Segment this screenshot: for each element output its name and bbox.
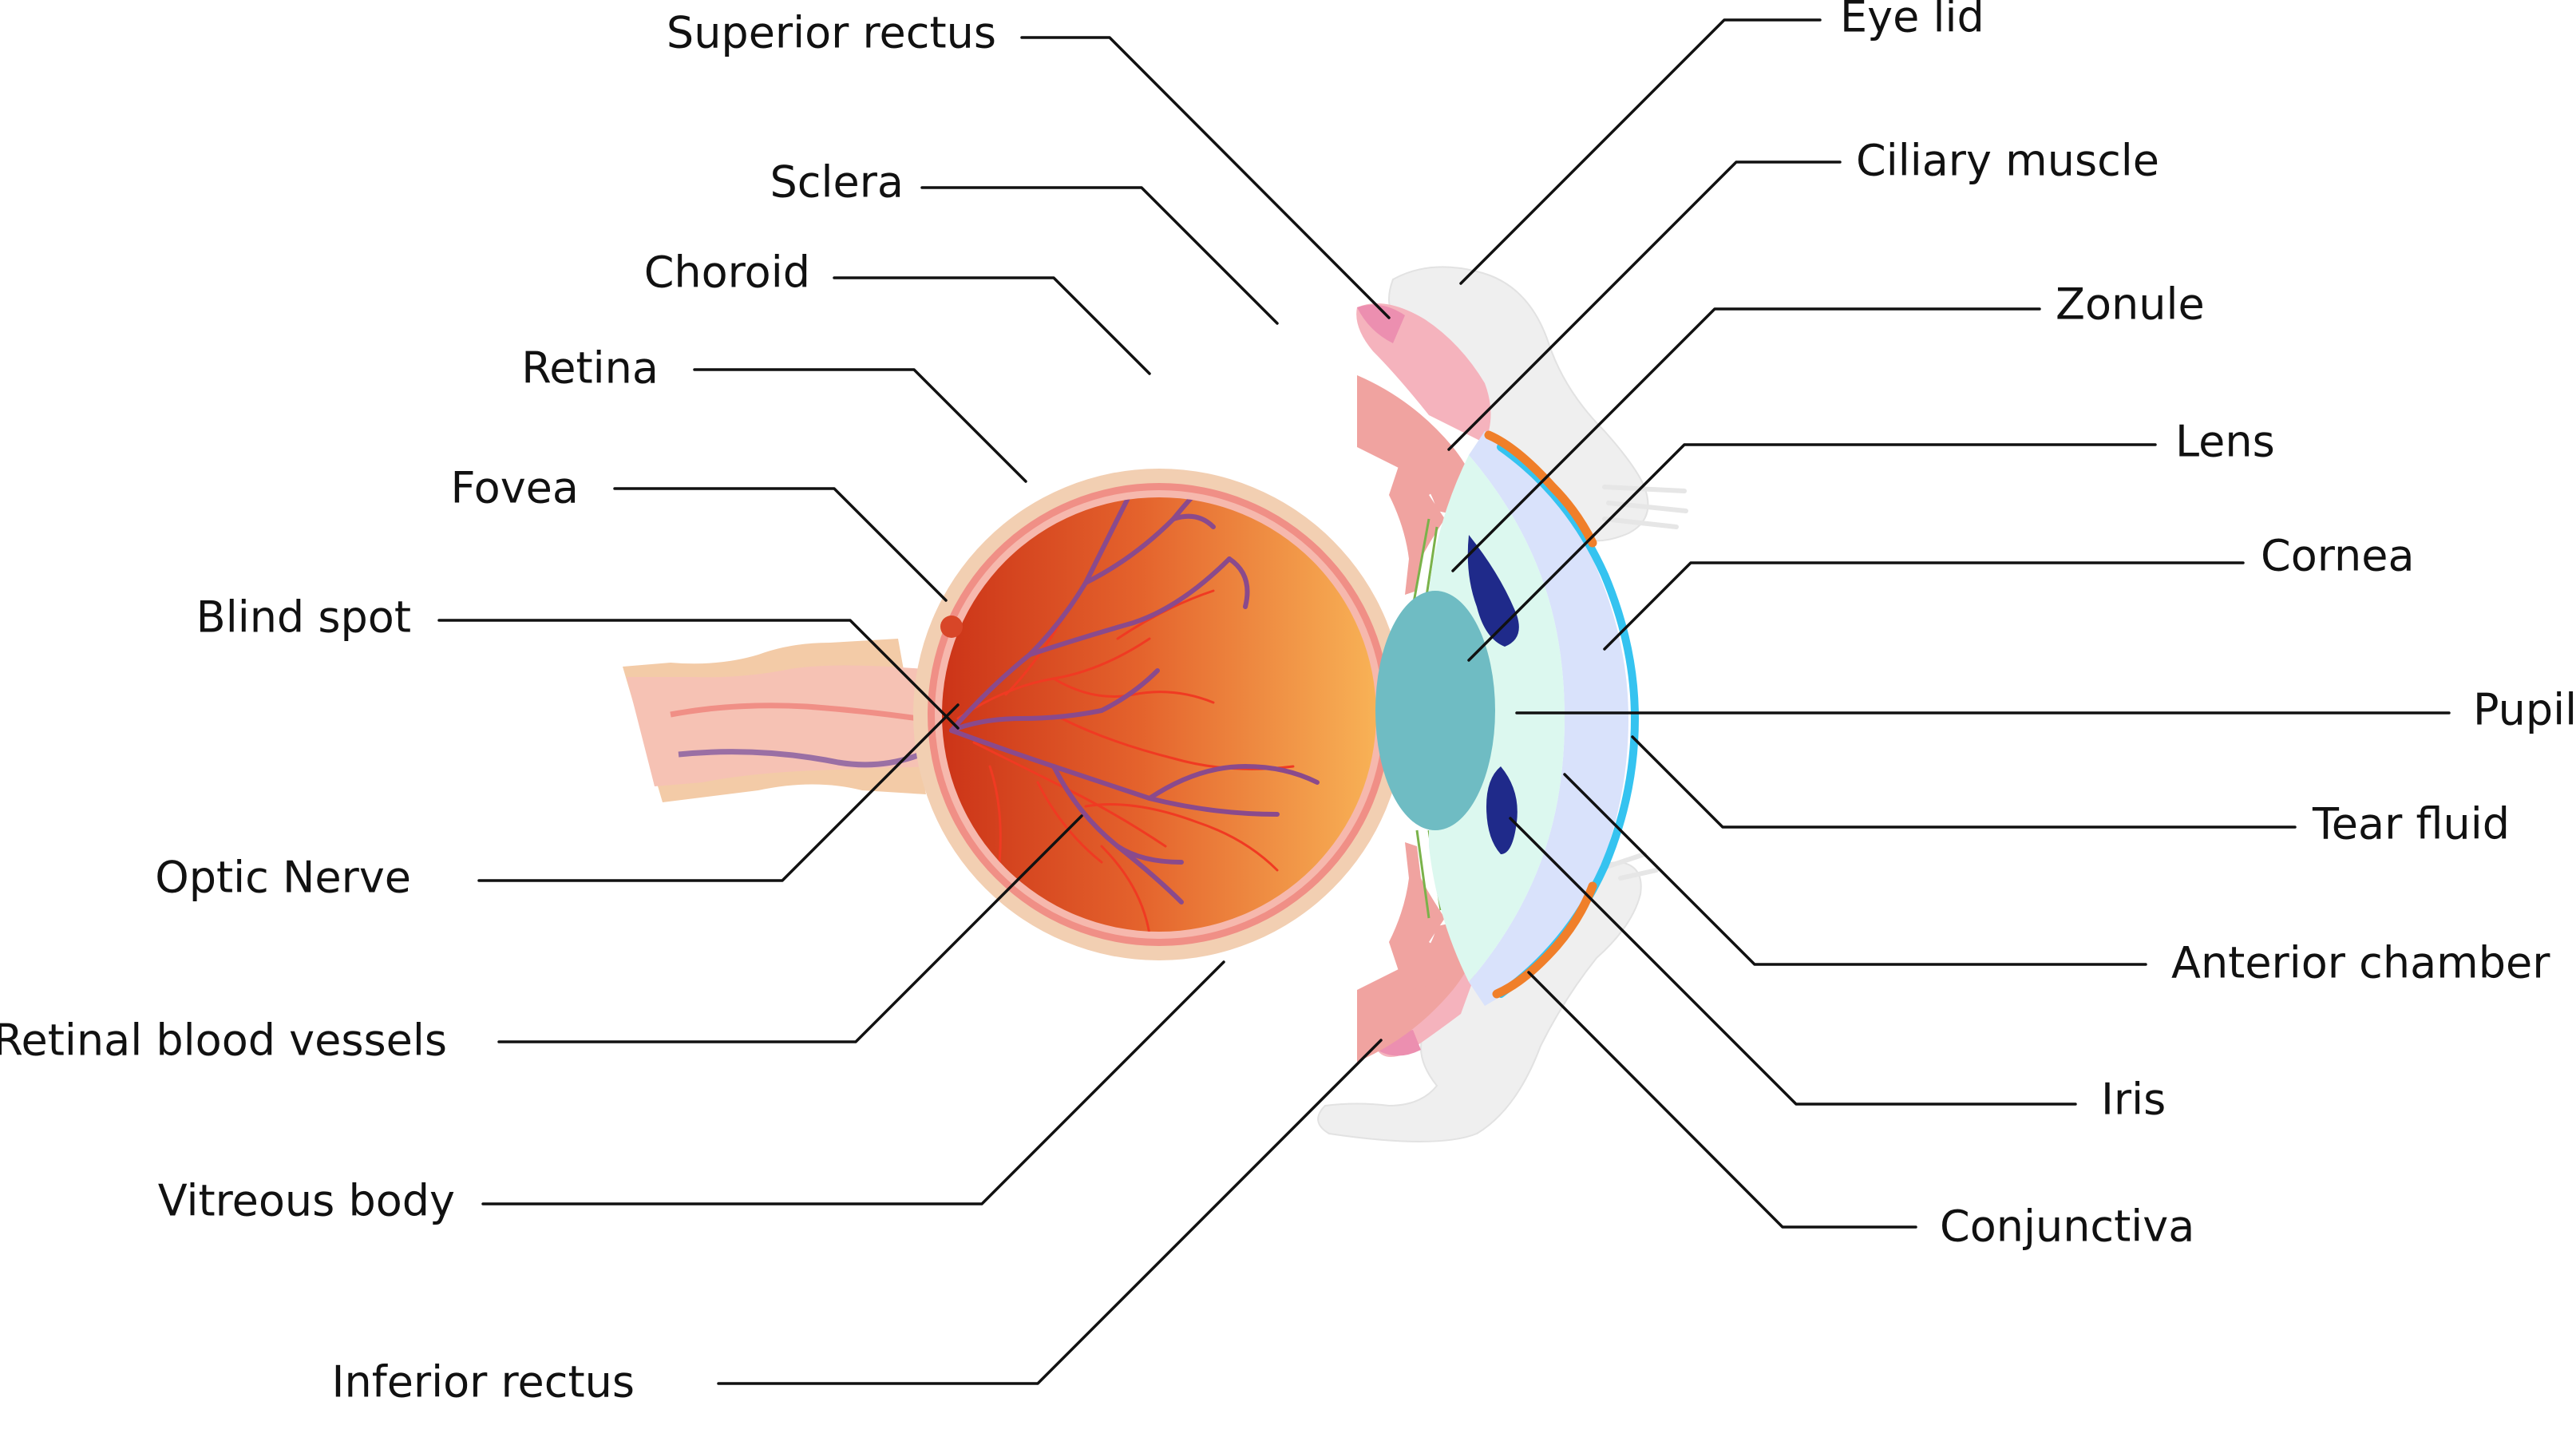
label-cornea: Cornea <box>2261 531 2415 581</box>
label-retina: Retina <box>521 343 659 394</box>
lens <box>1375 591 1495 830</box>
label-retinal-blood-vessels: Retinal blood vessels <box>0 1015 447 1066</box>
leader-choroid <box>833 276 1151 375</box>
iris <box>1467 535 1519 854</box>
leader-superior-rectus <box>1020 36 1391 319</box>
label-fovea: Fovea <box>451 463 579 513</box>
label-conjunctiva: Conjunctiva <box>1940 1201 2194 1252</box>
leader-tear-fluid <box>1631 735 2297 829</box>
leader-inferior-rectus <box>717 1039 1383 1385</box>
leader-lines <box>437 18 2451 1385</box>
label-anterior-chamber: Anterior chamber <box>2171 938 2550 988</box>
leader-retinal-blood-vessels <box>497 814 1083 1043</box>
label-iris: Iris <box>2101 1075 2166 1125</box>
label-inferior-rectus: Inferior rectus <box>332 1357 635 1407</box>
label-lens: Lens <box>2175 417 2275 467</box>
leader-ciliary-muscle <box>1447 160 1842 451</box>
conjunctiva-layer <box>1484 430 1597 999</box>
vitreous-body-region <box>942 497 1376 932</box>
leader-zonule <box>1451 307 2041 572</box>
superior-rectus-muscle <box>1356 303 1491 443</box>
retinal-blood-vessels <box>949 497 1320 932</box>
leader-fovea <box>613 487 948 602</box>
leader-iris <box>1509 817 2077 1106</box>
label-ciliary-muscle: Ciliary muscle <box>1856 136 2159 186</box>
leader-lens <box>1467 443 2157 662</box>
leader-cornea <box>1603 561 2245 651</box>
label-choroid: Choroid <box>644 247 810 298</box>
cornea-layer <box>1469 431 1628 1006</box>
label-blind-spot: Blind spot <box>196 592 411 643</box>
label-pupil: Pupil <box>2473 685 2576 735</box>
fovea-pit <box>940 616 963 638</box>
label-superior-rectus: Superior rectus <box>667 8 996 58</box>
optic-nerve <box>623 639 946 802</box>
label-zonule: Zonule <box>2056 279 2205 330</box>
leader-sclera <box>920 186 1279 325</box>
leader-blind-spot <box>437 619 960 730</box>
leader-vitreous-body <box>481 960 1225 1205</box>
leader-conjunctiva <box>1527 971 1917 1229</box>
leader-eye-lid <box>1459 18 1822 285</box>
label-optic-nerve: Optic Nerve <box>155 853 411 903</box>
label-sclera: Sclera <box>770 157 904 208</box>
anterior-chamber <box>1429 455 1565 982</box>
label-vitreous-body: Vitreous body <box>158 1176 455 1226</box>
ciliary-muscle <box>1357 375 1478 1062</box>
leader-anterior-chamber <box>1563 773 2147 966</box>
leader-optic-nerve <box>477 703 960 882</box>
leader-retina <box>693 368 1027 483</box>
label-tear-fluid: Tear fluid <box>2312 799 2510 849</box>
label-eye-lid: Eye lid <box>1840 0 1984 42</box>
